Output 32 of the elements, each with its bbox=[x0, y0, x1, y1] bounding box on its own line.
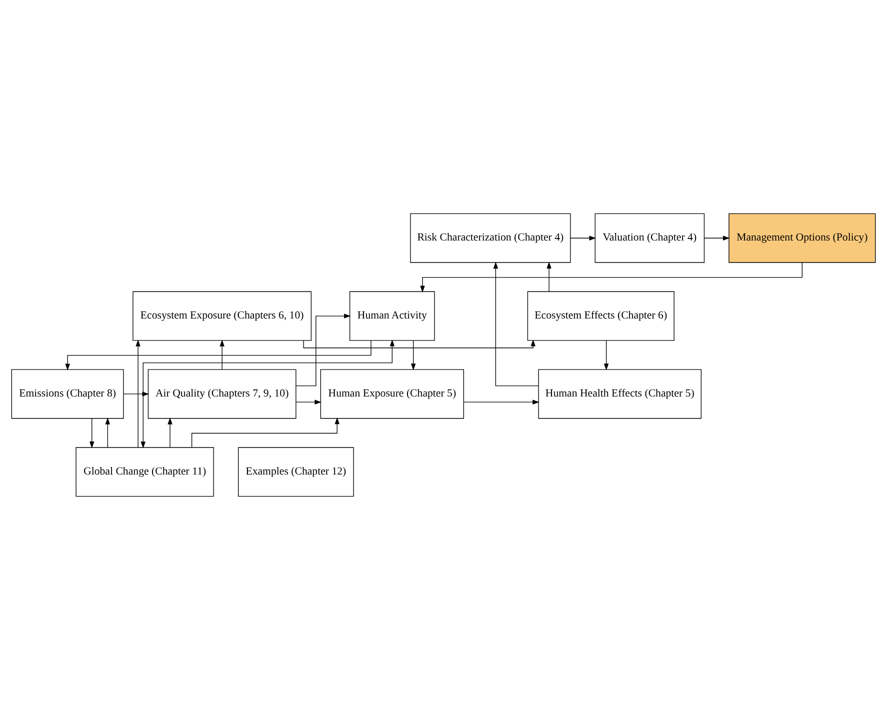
arrow bbox=[546, 261, 552, 292]
arrow bbox=[123, 391, 150, 396]
node-box: Examples (Chapter 12) bbox=[238, 446, 354, 496]
arrow bbox=[604, 340, 609, 370]
node-box: Human Exposure (Chapter 5) bbox=[320, 368, 464, 418]
arrow bbox=[704, 235, 730, 240]
node-box: Management Options (Policy) bbox=[728, 212, 876, 262]
arrow bbox=[65, 340, 372, 370]
arrow bbox=[296, 399, 322, 404]
node-box: Human Health Effects (Chapter 5) bbox=[538, 368, 702, 418]
node-box: Risk Characterization (Chapter 4) bbox=[410, 212, 571, 262]
node-box: Global Change (Chapter 11) bbox=[76, 446, 214, 496]
node-box: Valuation (Chapter 4) bbox=[594, 212, 705, 262]
arrow bbox=[410, 340, 416, 370]
arrow bbox=[191, 416, 340, 448]
arrow bbox=[570, 235, 596, 240]
node-box: Human Activity bbox=[349, 290, 435, 340]
arrow bbox=[140, 338, 395, 448]
arrow bbox=[136, 339, 140, 448]
arrow bbox=[89, 418, 94, 448]
node-box: Air Quality (Chapters 7, 9, 10) bbox=[148, 368, 296, 418]
arrow bbox=[105, 417, 110, 448]
arrow bbox=[220, 339, 224, 370]
node-box: Ecosystem Effects (Chapter 6) bbox=[527, 290, 674, 340]
arrow bbox=[303, 338, 536, 348]
arrow bbox=[493, 261, 539, 386]
node-box: Emissions (Chapter 8) bbox=[11, 368, 124, 418]
node-box: Ecosystem Exposure (Chapters 6, 10) bbox=[132, 290, 312, 340]
arrow bbox=[168, 417, 172, 448]
arrow bbox=[420, 262, 802, 292]
arrow bbox=[464, 399, 540, 404]
arrow bbox=[296, 313, 351, 386]
